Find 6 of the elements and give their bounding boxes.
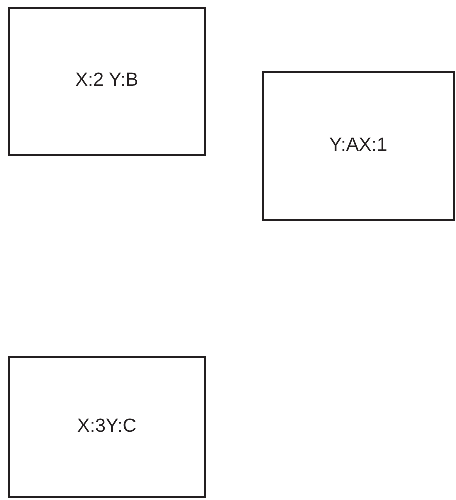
process-box bbox=[8, 356, 206, 498]
process-box bbox=[8, 7, 206, 156]
node-label: Y:AX:1 bbox=[329, 134, 388, 158]
node-label: X:3Y:C bbox=[77, 414, 137, 439]
process-box bbox=[262, 71, 455, 221]
node-label: X:2 Y:B bbox=[75, 69, 139, 94]
